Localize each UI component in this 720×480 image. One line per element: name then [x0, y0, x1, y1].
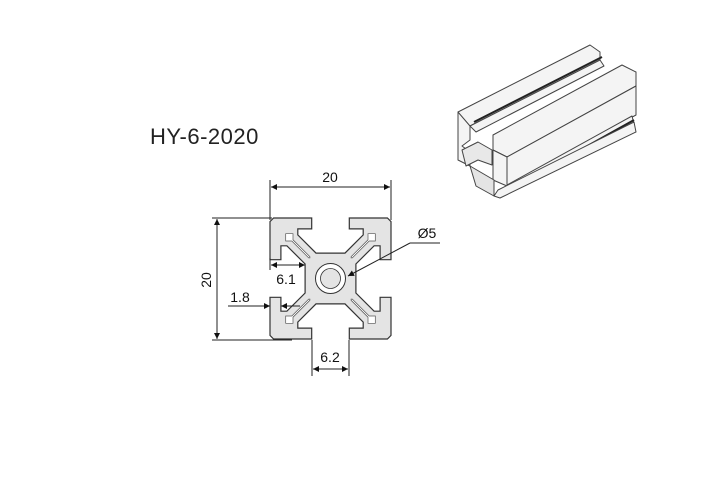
corner-cavity	[285, 298, 311, 324]
slot-opening-label: 6.2	[320, 349, 340, 365]
lip-thickness-dimension: 1.8	[228, 289, 300, 309]
height-label: 20	[198, 272, 214, 288]
corner-cavities	[285, 233, 376, 324]
corner-cavity	[350, 233, 376, 259]
slot-depth-label: 6.1	[276, 271, 296, 287]
bore-label: Ø5	[418, 225, 437, 241]
width-dimension: 20	[269, 169, 392, 220]
profile-cross-section	[269, 217, 392, 340]
corner-cavity	[350, 298, 376, 324]
center-bore-inner	[320, 268, 341, 289]
slot-depth-dimension: 6.1	[269, 258, 305, 287]
slot-opening-dimension: 6.2	[311, 340, 350, 376]
bore-dimension: Ø5	[347, 225, 440, 277]
corner-cavity	[285, 233, 311, 259]
height-dimension: 20	[198, 217, 292, 341]
width-label: 20	[322, 169, 338, 185]
profile-title: HY-6-2020	[150, 124, 259, 149]
isometric-view	[457, 44, 637, 199]
lip-thickness-label: 1.8	[230, 289, 250, 305]
